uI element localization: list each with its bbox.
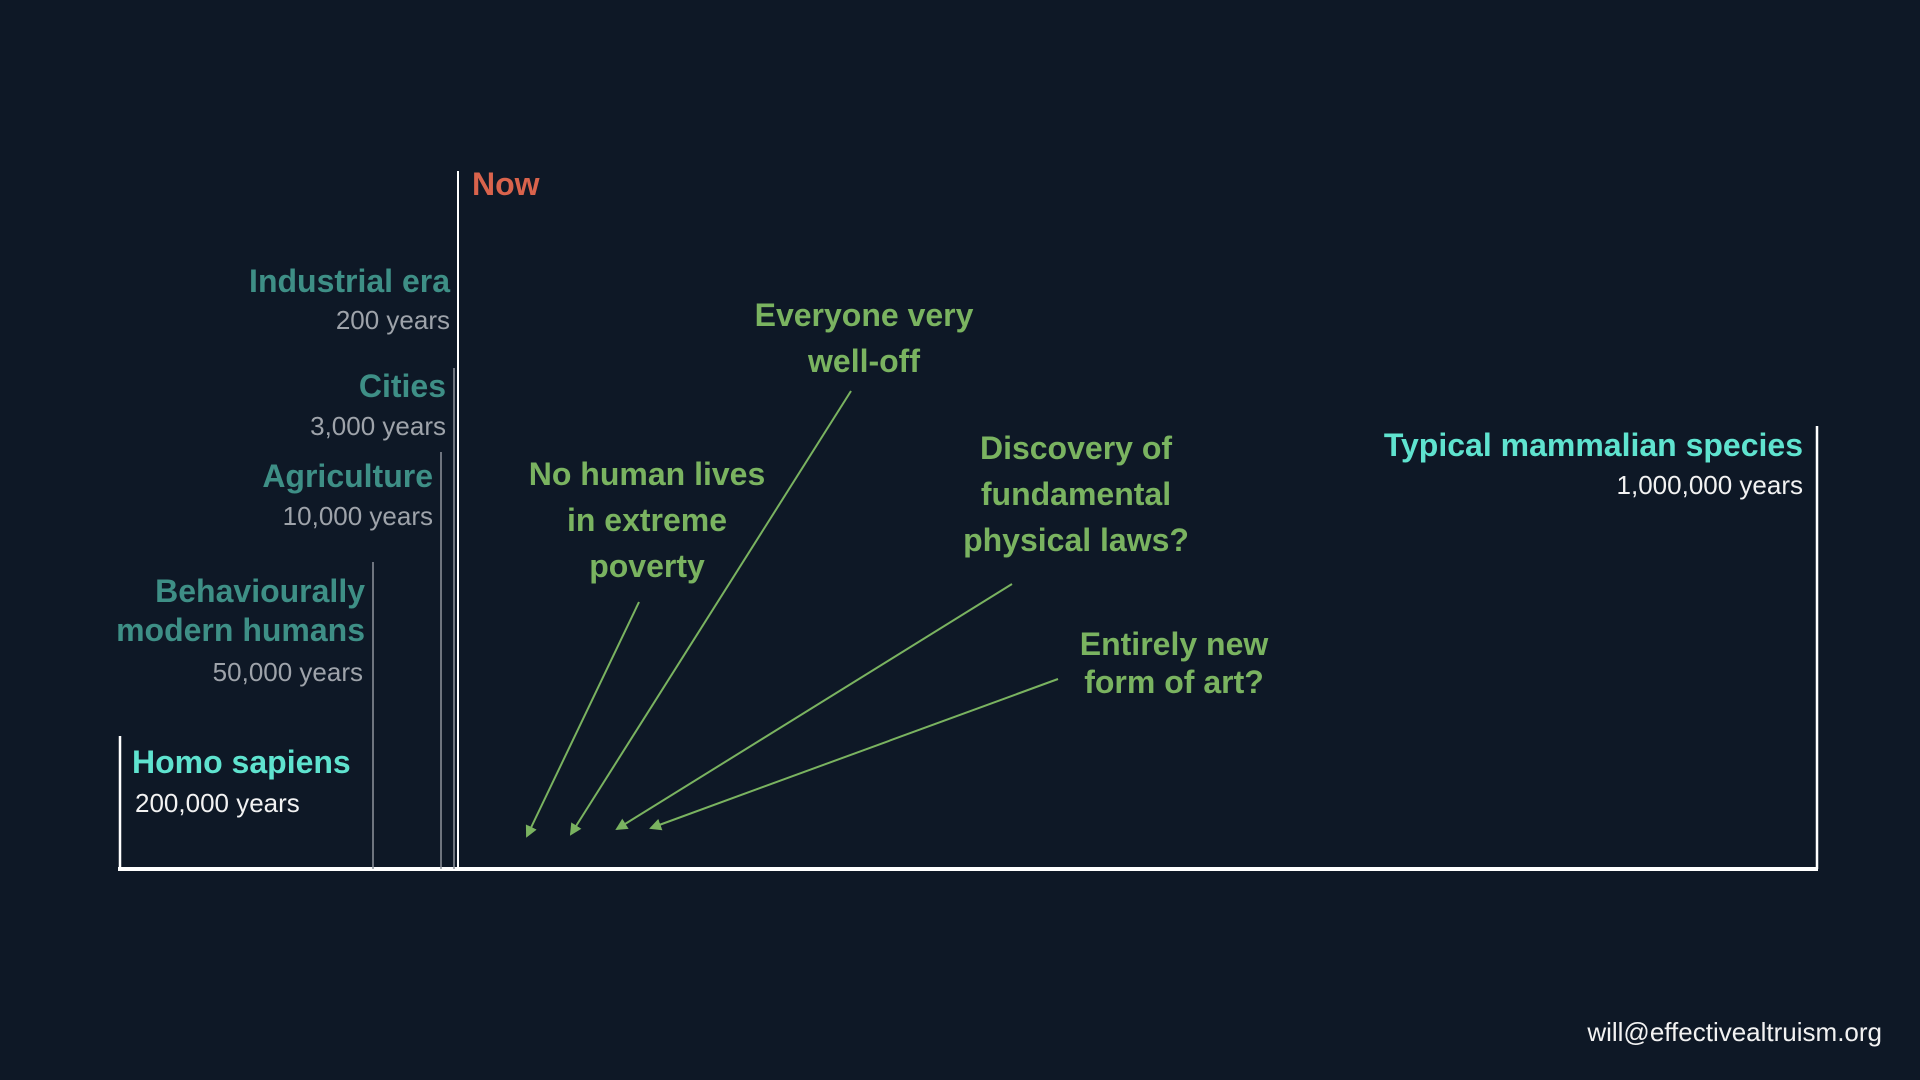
- industrial-era-name: Industrial era: [249, 263, 450, 299]
- possibility-art-line-1: Entirely new: [1079, 626, 1269, 662]
- possibility-poverty-line-3: poverty: [589, 548, 705, 584]
- arrow-physical-laws: [615, 583, 1013, 831]
- possibility-well-off-line-2: well-off: [808, 343, 920, 379]
- possibility-art-line-2: form of art?: [1084, 664, 1264, 700]
- footer-email[interactable]: will@effectivealtruism.org: [1587, 1017, 1882, 1047]
- mammalian-species-years: 1,000,000 years: [1616, 470, 1803, 500]
- possibility-well-off: Everyone very well-off: [714, 292, 1014, 384]
- cities-name: Cities: [358, 368, 446, 404]
- mammalian-species-name: Typical mammalian species: [1383, 427, 1803, 463]
- agriculture-name: Agriculture: [262, 458, 433, 494]
- possibility-well-off-line-1: Everyone very: [754, 297, 974, 333]
- homo-sapiens-name: Homo sapiens: [132, 744, 351, 780]
- possibility-art: Entirely new form of art?: [1024, 625, 1324, 701]
- agriculture-years: 10,000 years: [282, 501, 433, 531]
- possibility-poverty: No human lives in extreme poverty: [497, 451, 797, 589]
- behaviourally-modern-years: 50,000 years: [212, 657, 363, 687]
- possibility-physical-laws-line-3: physical laws?: [963, 522, 1189, 558]
- possibility-physical-laws-line-2: fundamental: [980, 476, 1172, 512]
- arrow-poverty: [525, 601, 640, 838]
- now-label: Now: [472, 166, 540, 202]
- behaviourally-modern-name-line-1: Behaviourally: [155, 573, 365, 609]
- homo-sapiens-years: 200,000 years: [135, 788, 300, 818]
- possibility-physical-laws: Discovery of fundamental physical laws?: [926, 425, 1226, 563]
- cities-years: 3,000 years: [310, 411, 446, 441]
- possibility-poverty-line-2: in extreme: [566, 502, 728, 538]
- behaviourally-modern-name-line-2: modern humans: [116, 612, 365, 648]
- industrial-era-years: 200 years: [335, 305, 450, 335]
- possibility-physical-laws-line-1: Discovery of: [979, 430, 1173, 466]
- arrow-art: [649, 678, 1059, 831]
- arrow-well-off: [569, 390, 852, 836]
- possibility-poverty-line-1: No human lives: [528, 456, 766, 492]
